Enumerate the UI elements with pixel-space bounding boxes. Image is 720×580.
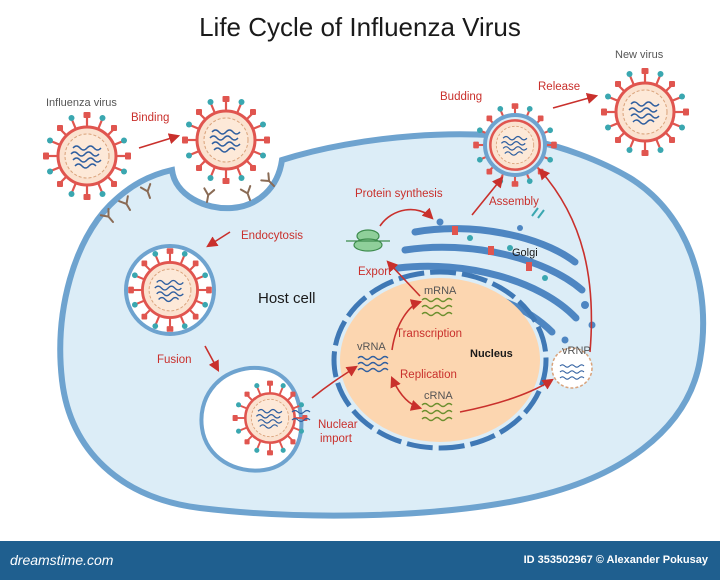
nuclear-envelope xyxy=(331,269,549,451)
binding-virus xyxy=(182,96,270,184)
vrnp-complex xyxy=(551,347,593,389)
binding-arrow xyxy=(138,133,181,149)
golgi-glycoproteins xyxy=(452,207,548,281)
golgi-vesicles xyxy=(436,218,596,344)
label-vrna: vRNA xyxy=(357,341,386,353)
label-fusion: Fusion xyxy=(157,354,192,366)
footer-bar: dreamstime.com ID 353502967 © Alexander … xyxy=(0,541,720,580)
label-influenza-virus: Influenza virus xyxy=(46,97,117,109)
endocytosis-arrow xyxy=(206,231,231,248)
page-title: Life Cycle of Influenza Virus xyxy=(199,12,521,42)
protein-synthesis-arrow xyxy=(379,207,434,227)
label-budding: Budding xyxy=(440,91,482,103)
vrnp-export-arrow xyxy=(459,378,554,413)
label-mrna: mRNA xyxy=(424,285,457,297)
label-release: Release xyxy=(538,81,580,93)
process-arrows xyxy=(138,93,599,413)
new-virus-particle xyxy=(601,68,689,156)
label-nuclear-import-line1: Nuclear xyxy=(318,419,358,431)
footer-credit: ID 353502967 © Alexander Pokusay xyxy=(523,554,708,566)
influenza-virus-particle xyxy=(43,112,131,200)
replication-arrow xyxy=(390,375,423,411)
transcription-arrow xyxy=(391,299,423,351)
nuclear-import-arrow xyxy=(311,365,358,399)
label-golgi: Golgi xyxy=(512,247,538,259)
influenza-lifecycle-diagram: Life Cycle of Influenza Virus xyxy=(0,12,707,519)
label-endocytosis: Endocytosis xyxy=(241,230,303,242)
label-replication: Replication xyxy=(400,369,457,381)
assembly-arrow xyxy=(471,176,504,216)
label-nucleus: Nucleus xyxy=(470,348,513,360)
ribosome-icon xyxy=(346,229,390,252)
nucleus xyxy=(340,278,540,442)
label-new-virus: New virus xyxy=(615,49,664,61)
fusion-arrow xyxy=(204,345,220,372)
label-protein-synthesis: Protein synthesis xyxy=(355,188,443,200)
label-transcription: Transcription xyxy=(396,328,462,340)
label-crna: cRNA xyxy=(424,390,453,402)
export-arrow xyxy=(386,260,421,297)
released-rna xyxy=(291,409,311,423)
label-vrnp: vRNP xyxy=(562,345,591,357)
vrnp-assembly-arrow xyxy=(538,168,593,353)
release-arrow xyxy=(552,93,599,109)
label-host-cell: Host cell xyxy=(258,290,316,307)
label-assembly: Assembly xyxy=(489,196,539,208)
footer-brand[interactable]: dreamstime.com xyxy=(10,552,114,568)
label-export: Export xyxy=(358,266,392,278)
label-nuclear-import-line2: import xyxy=(320,433,353,445)
label-binding: Binding xyxy=(131,112,169,124)
